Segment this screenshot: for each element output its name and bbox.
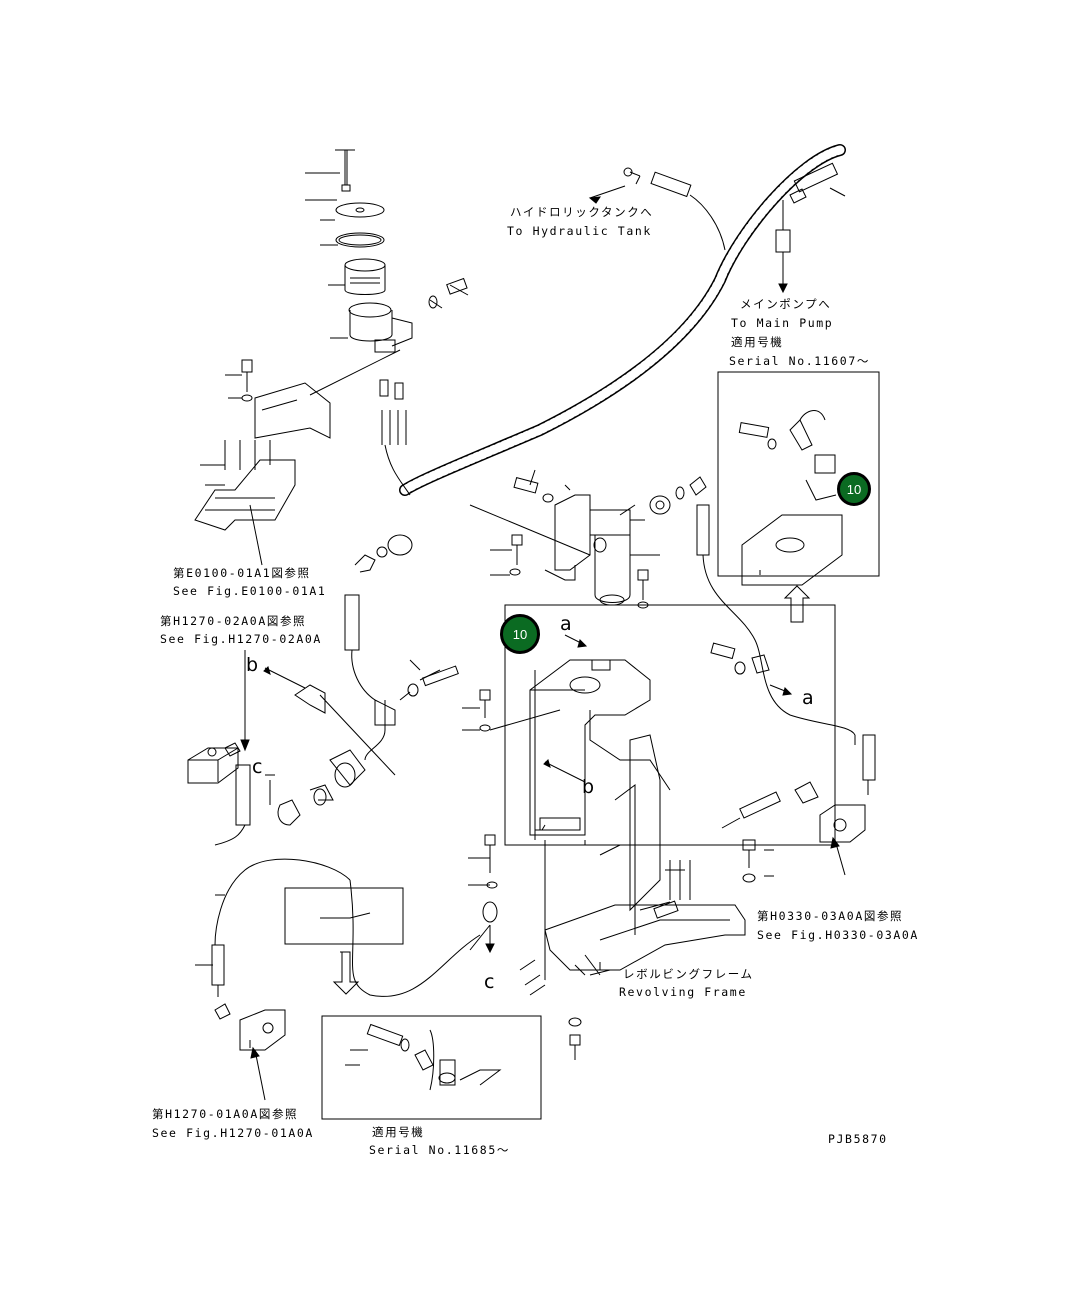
- tank-hose: [690, 195, 725, 250]
- label-frame-jp: レボルビングフレーム: [623, 967, 754, 981]
- inset-box-left: [285, 888, 403, 944]
- letter-b-left: b: [246, 654, 259, 676]
- label-tank-jp: ハイドロリックタンクへ: [510, 205, 654, 219]
- letter-c-left: c: [252, 756, 263, 778]
- revolving-frame: [545, 905, 745, 970]
- label-pump-jp: メインポンプへ: [740, 297, 832, 311]
- letter-c-bottom: c: [484, 971, 495, 993]
- label-fig-h1270-01-en: See Fig.H1270-01A0A: [152, 1126, 314, 1140]
- label-serial-top-en: Serial No.11607～: [729, 354, 870, 368]
- drawing-code: PJB5870: [828, 1132, 888, 1146]
- label-serial-bottom-jp: 適用号機: [372, 1125, 425, 1139]
- letter-b-centre: b: [582, 776, 595, 798]
- label-fig-e0100-jp: 第E0100-01A1図参照: [173, 566, 311, 580]
- callout-badge-top[interactable]: 10: [837, 472, 871, 506]
- letter-a-right: a: [802, 687, 814, 709]
- label-pump-en: To Main Pump: [731, 316, 834, 330]
- inset-box-top: [718, 372, 879, 576]
- inset-box-bottom: [322, 1016, 541, 1119]
- label-serial-top-jp: 適用号機: [731, 335, 784, 349]
- label-fig-h0330-jp: 第H0330-03A0A図参照: [757, 909, 904, 923]
- label-frame-en: Revolving Frame: [619, 985, 747, 999]
- inset-box-main: [505, 605, 835, 845]
- label-fig-h1270-02-en: See Fig.H1270-02A0A: [160, 632, 322, 646]
- arrow-to-tank: [590, 186, 625, 198]
- label-serial-bottom-en: Serial No.11685～: [369, 1143, 510, 1157]
- letter-a-top: a: [560, 613, 572, 635]
- label-fig-h1270-01-jp: 第H1270-01A0A図参照: [152, 1107, 299, 1121]
- label-tank-en: To Hydraulic Tank: [507, 224, 652, 238]
- arrow-up-inset: [785, 586, 809, 622]
- label-fig-h0330-en: See Fig.H0330-03A0A: [757, 928, 919, 942]
- callout-badge-main[interactable]: 10: [500, 614, 540, 654]
- label-fig-e0100-en: See Fig.E0100-01A1: [173, 584, 327, 598]
- label-fig-h1270-02-jp: 第H1270-02A0A図参照: [160, 614, 307, 628]
